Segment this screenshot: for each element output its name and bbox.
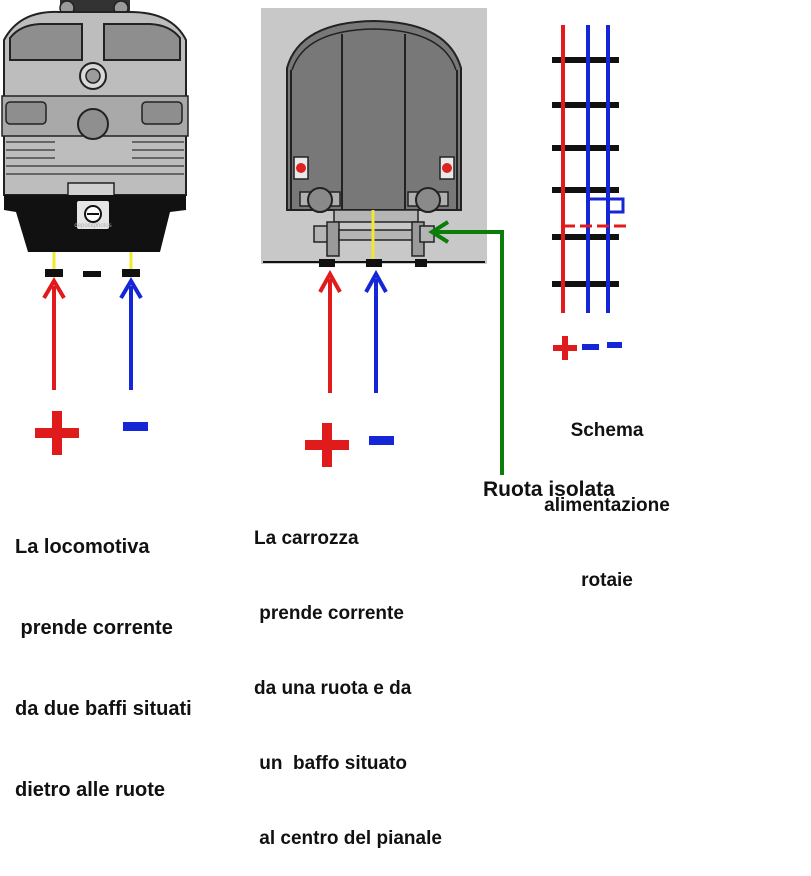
loco-negative-arrow (119, 277, 143, 390)
caption-line: alimentazione (544, 495, 670, 516)
caption-line: rotaie (581, 570, 633, 591)
caption-line: dietro alle ruote (15, 779, 166, 801)
track-schema-caption: Schema alimentazione rotaie (536, 368, 678, 618)
locomotive-illustration: depositphotos (1, 0, 189, 277)
loco-plus-sign (35, 411, 79, 455)
coach-minus-sign (369, 436, 394, 445)
track-plus-sign (553, 336, 577, 360)
coach-illustration (261, 8, 487, 267)
caption-line: al centro del pianale (254, 828, 442, 849)
track-minus-sign-2 (607, 342, 622, 348)
track-schema (552, 25, 628, 313)
caption-line: La carrozza (254, 528, 359, 549)
loco-minus-sign (123, 422, 148, 431)
caption-line: Schema (570, 420, 644, 441)
coach-positive-arrow (318, 269, 342, 393)
caption-line: prende corrente (15, 617, 173, 639)
loco-positive-arrow (42, 277, 66, 390)
coach-plus-sign (305, 423, 349, 467)
wiring-diagram: depositphotos (1, 0, 628, 475)
caption-line: da una ruota e da (254, 678, 412, 699)
caption-line: La locomotiva (15, 536, 150, 558)
coach-caption: La carrozza prende corrente da una ruota… (254, 476, 442, 876)
watermark-text: depositphotos (74, 223, 111, 229)
insulated-wheel-pointer (428, 220, 504, 475)
insulated-wheel-label: Ruota isolata (483, 478, 615, 501)
locomotive-caption: La locomotiva prende corrente da due baf… (15, 480, 192, 831)
caption-line: da due baffi situati (15, 698, 192, 720)
coach-negative-arrow (364, 269, 388, 393)
track-minus-sign-1 (582, 344, 599, 350)
caption-line: prende corrente (254, 603, 404, 624)
